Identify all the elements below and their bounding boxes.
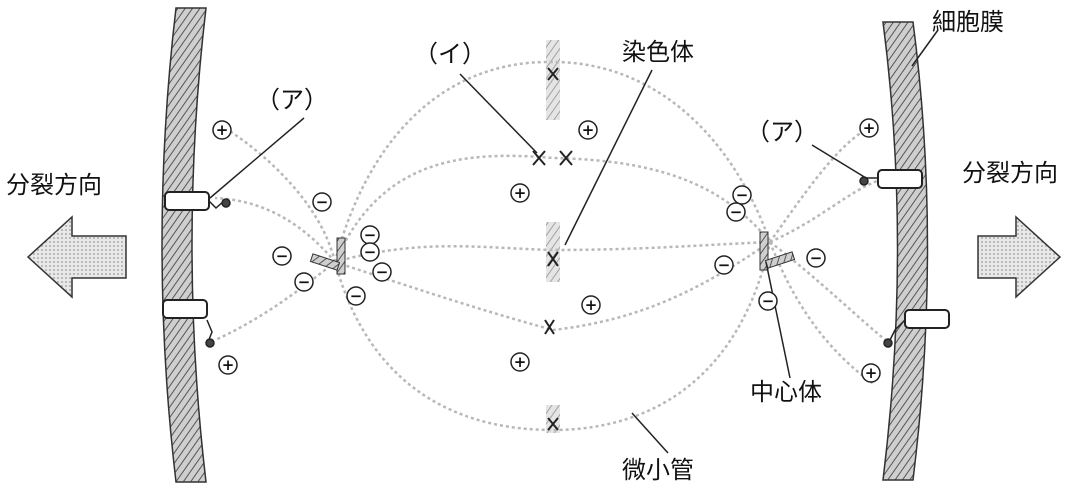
svg-text:−: − [376,263,389,281]
label-centrosome: 中心体 [750,378,822,406]
minus-sign: − [272,246,292,266]
label-chromosome: 染色体 [622,38,694,66]
label-protein-i: （イ） [414,40,486,68]
svg-text:−: − [718,256,731,274]
label-protein-a-right: （ア） [746,118,818,146]
minus-sign: − [714,255,734,275]
svg-text:+: + [514,353,527,371]
cell-membrane-right [882,21,929,481]
label-division-direction-left: 分裂方向 [6,171,102,199]
label-microtubule: 微小管 [622,456,694,484]
minus-sign: − [726,202,746,222]
plus-sign: + [861,363,881,383]
minus-sign: − [372,262,392,282]
svg-text:+: + [582,121,595,139]
svg-text:−: − [810,249,823,267]
plus-sign: + [510,183,530,203]
svg-text:−: − [298,273,311,291]
svg-text:+: + [585,296,598,314]
svg-text:−: − [364,243,377,261]
minus-sign: − [312,192,332,212]
centrosome-left [309,237,346,275]
chromosomes [532,67,573,431]
division-arrow-right [977,215,1062,299]
svg-text:−: − [762,292,775,310]
svg-text:+: + [216,121,229,139]
leader-lines [209,29,939,454]
minus-sign: − [806,248,826,268]
minus-sign: − [758,291,778,311]
svg-text:+: + [514,184,527,202]
minus-sign: − [346,286,366,306]
svg-text:+: + [865,364,878,382]
plus-sign: + [578,120,598,140]
division-arrow-left [26,215,127,299]
minus-sign: − [732,185,752,205]
svg-text:+: + [222,356,235,374]
label-cell-membrane: 細胞膜 [932,8,1004,36]
metaphase-plate [546,40,560,433]
minus-sign: − [294,272,314,292]
label-protein-a-left: （ア） [256,86,328,114]
minus-ends: − − − − − − − − − − − − [272,185,826,311]
plus-ends: + + + + + + + + [212,118,881,383]
label-division-direction-right: 分裂方向 [962,159,1058,187]
svg-text:−: − [316,193,329,211]
cell-membrane-left [161,7,207,483]
svg-text:−: − [364,226,377,244]
plus-sign: + [212,120,232,140]
membrane-proteins [162,169,950,329]
plus-sign: + [859,118,879,138]
svg-text:+: + [863,119,876,137]
plus-sign: + [581,295,601,315]
minus-sign: − [360,225,380,245]
svg-text:−: − [736,186,749,204]
svg-text:−: − [730,203,743,221]
plus-sign: + [218,355,238,375]
minus-sign: − [360,242,380,262]
svg-text:−: − [276,247,289,265]
svg-text:−: − [350,287,363,305]
plus-sign: + [510,352,530,372]
